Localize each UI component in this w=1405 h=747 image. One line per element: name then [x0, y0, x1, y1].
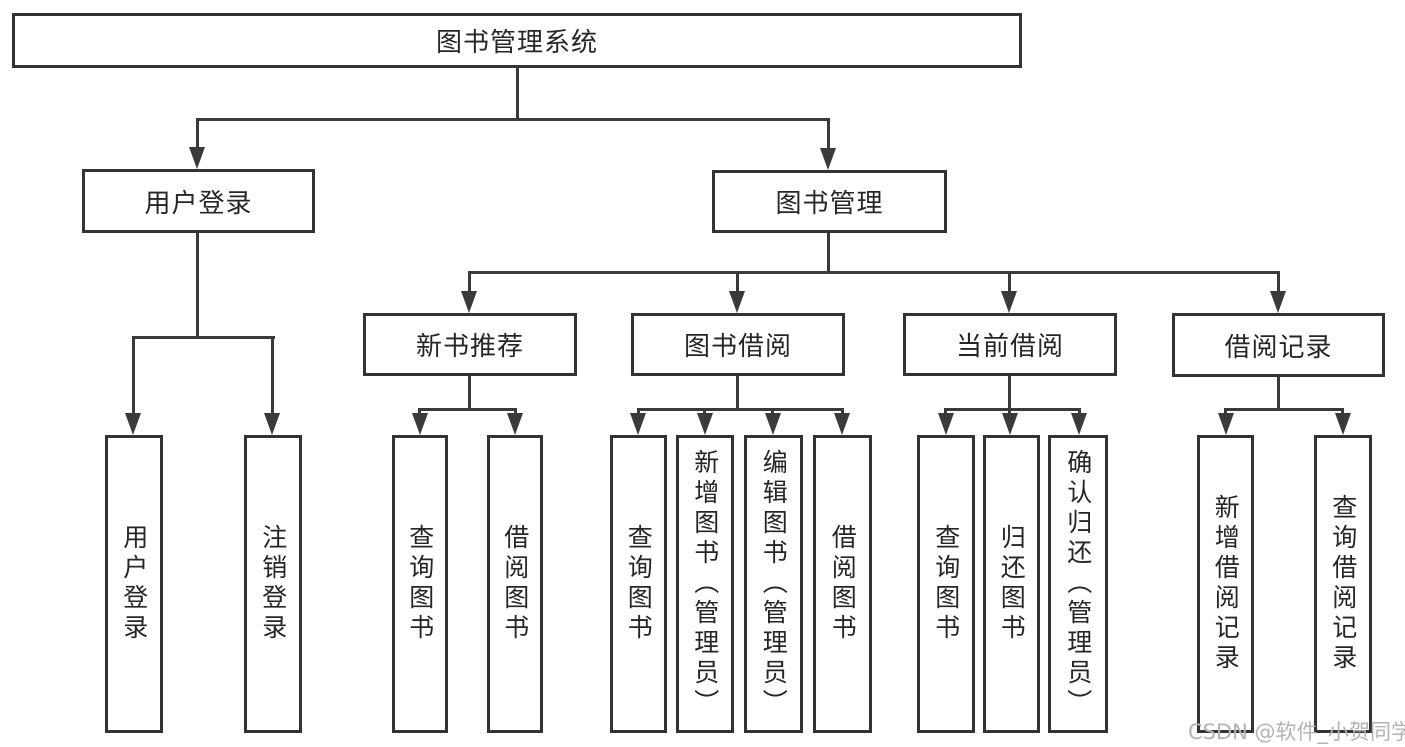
arrowhead-icon: [729, 291, 745, 313]
connector-line: [1224, 408, 1227, 414]
node-label: 注销登录: [258, 524, 288, 644]
connector-line: [271, 336, 274, 414]
node-leaf-add-borrow-record: 新增借阅记录: [1197, 435, 1254, 733]
node-leaf-user-login: 用户登录: [105, 435, 163, 733]
connector-line: [196, 118, 830, 121]
connector-line: [827, 118, 830, 150]
node-leaf-edit-book-admin: 编辑图书（管理员）: [744, 435, 803, 733]
node-label: 借阅图书: [828, 524, 858, 644]
arrowhead-icon: [1335, 413, 1351, 435]
arrowhead-icon: [820, 148, 836, 170]
csdn-watermark: CSDN @软件_小贺同学: [1188, 720, 1405, 744]
node-label: 图书管理系统: [435, 28, 598, 58]
node-new-book-recommend: 新书推荐: [363, 313, 577, 376]
connector-line: [418, 408, 421, 414]
arrowhead-icon: [1270, 291, 1286, 313]
arrowhead-icon: [125, 413, 141, 435]
node-leaf-logout: 注销登录: [244, 435, 302, 733]
node-leaf-query-book-1: 查询图书: [392, 435, 448, 733]
node-label: 查询图书: [405, 524, 435, 644]
connector-line: [637, 408, 640, 414]
connector-line: [944, 408, 1081, 411]
connector-line: [1008, 376, 1011, 408]
node-borrow-record: 借阅记录: [1172, 313, 1385, 377]
node-leaf-query-book-3: 查询图书: [917, 435, 975, 733]
node-root: 图书管理系统: [12, 13, 1022, 68]
arrowhead-icon: [765, 413, 781, 435]
node-label: 确认归还（管理员）: [1063, 449, 1093, 719]
node-user-login: 用户登录: [82, 169, 315, 233]
node-label: 查询图书: [931, 524, 961, 644]
connector-line: [132, 336, 275, 339]
arrowhead-icon: [1002, 413, 1018, 435]
arrowhead-icon: [834, 413, 850, 435]
connector-line: [196, 118, 199, 150]
node-leaf-borrow-book-1: 借阅图书: [487, 435, 543, 733]
arrowhead-icon: [507, 413, 523, 435]
connector-line: [514, 408, 517, 414]
connector-line: [468, 271, 1280, 274]
node-leaf-add-book-admin: 新增图书（管理员）: [676, 435, 734, 733]
connector-line: [468, 376, 471, 408]
node-label: 图书管理: [775, 189, 884, 219]
connector-line: [418, 408, 517, 411]
arrowhead-icon: [697, 413, 713, 435]
connector-line: [736, 376, 739, 408]
node-label: 当前借阅: [955, 332, 1064, 362]
arrowhead-icon: [461, 291, 477, 313]
node-book-management: 图书管理: [712, 170, 947, 233]
arrowhead-icon: [938, 413, 954, 435]
node-leaf-borrow-book-2: 借阅图书: [813, 435, 872, 733]
node-label: 查询图书: [624, 524, 654, 644]
node-label: 新增图书（管理员）: [690, 449, 720, 719]
connector-line: [637, 408, 844, 411]
node-label: 借阅记录: [1224, 332, 1333, 363]
arrowhead-icon: [1001, 291, 1017, 313]
connector-line: [1008, 271, 1011, 293]
connector-line: [1277, 377, 1280, 408]
connector-line: [196, 233, 199, 336]
connector-line: [703, 408, 706, 414]
node-label: 借阅图书: [500, 524, 530, 644]
node-label: 查询借阅记录: [1328, 494, 1358, 674]
connector-line: [1277, 271, 1280, 293]
node-label: 新书推荐: [415, 332, 524, 362]
node-leaf-return-book: 归还图书: [983, 435, 1040, 733]
arrowhead-icon: [1218, 413, 1234, 435]
connector-line: [1341, 408, 1344, 414]
node-label: 用户登录: [119, 524, 149, 644]
arrowhead-icon: [189, 147, 205, 169]
arrowhead-icon: [264, 413, 280, 435]
arrowhead-icon: [412, 413, 428, 435]
connector-line: [1224, 408, 1344, 411]
connector-line: [944, 408, 947, 414]
connector-line: [771, 408, 774, 414]
node-label: 用户登录: [144, 188, 253, 219]
node-label: 图书借阅: [683, 332, 792, 362]
node-label: 归还图书: [997, 524, 1027, 644]
node-label: 新增借阅记录: [1211, 494, 1241, 674]
node-current-borrow: 当前借阅: [903, 313, 1117, 376]
connector-line: [736, 271, 739, 293]
connector-line: [516, 68, 519, 118]
connector-line: [1078, 408, 1081, 414]
node-leaf-query-book-2: 查询图书: [610, 435, 667, 733]
arrowhead-icon: [630, 413, 646, 435]
node-book-borrow: 图书借阅: [631, 313, 845, 376]
node-leaf-confirm-return-admin: 确认归还（管理员）: [1048, 435, 1108, 733]
node-label: 编辑图书（管理员）: [759, 449, 789, 719]
connector-line: [827, 233, 830, 271]
connector-line: [1008, 408, 1011, 414]
arrowhead-icon: [1071, 413, 1087, 435]
connector-line: [468, 271, 471, 293]
connector-line: [132, 336, 135, 414]
connector-line: [841, 408, 844, 414]
node-leaf-query-borrow-record: 查询借阅记录: [1314, 435, 1372, 733]
